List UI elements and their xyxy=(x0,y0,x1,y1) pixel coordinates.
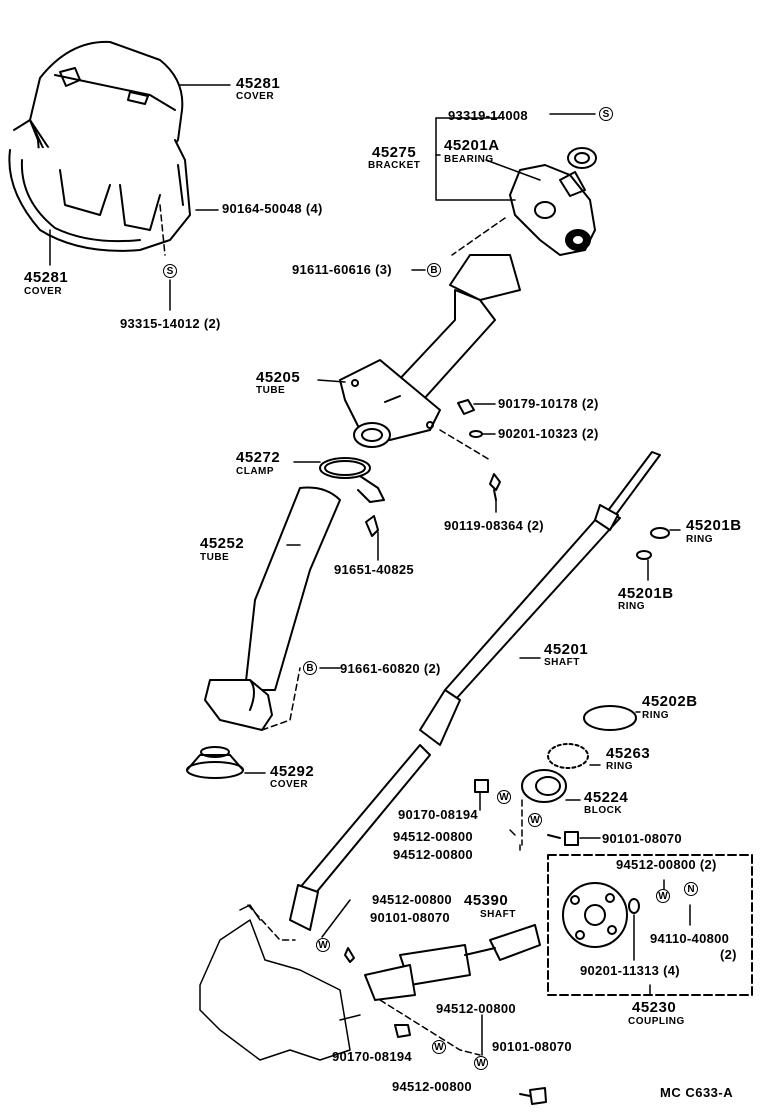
clamp-part xyxy=(319,457,385,503)
main-shaft-part xyxy=(289,451,661,931)
part-name-ring-a: RING xyxy=(686,534,713,545)
part-number-45272: 45272 xyxy=(236,449,281,466)
b-symbol-icon: B xyxy=(427,263,441,277)
diagram-code: MC C633-A xyxy=(660,1085,734,1100)
n-symbol-icon: N xyxy=(684,882,698,896)
part-name-ring-b: RING xyxy=(618,601,645,612)
part-number-45252: 45252 xyxy=(200,535,245,552)
part-number-45230: 45230 xyxy=(632,999,677,1016)
part-number-45201A: 45201A xyxy=(444,137,500,154)
part-ref-94110: 94110-40800 xyxy=(650,931,730,946)
part-ref-94512-a: 94512-00800 xyxy=(393,829,473,844)
intermediate-tube-part xyxy=(204,486,341,731)
w-symbol-icon: W xyxy=(474,1056,488,1070)
part-ref-90201-11313: 90201-11313 (4) xyxy=(580,963,680,978)
part-number-45201B-b: 45201B xyxy=(618,585,674,602)
ring-part xyxy=(636,550,652,560)
leader-dashed xyxy=(159,204,166,256)
part-number-45390: 45390 xyxy=(464,892,509,909)
dust-cover-part xyxy=(186,746,244,779)
part-number-45281-lower: 45281 xyxy=(24,269,69,286)
leader-lines xyxy=(49,84,691,1056)
part-number-45275: 45275 xyxy=(372,144,417,161)
part-ref-94512-f: 94512-00800 xyxy=(392,1079,472,1094)
part-number-45263: 45263 xyxy=(606,745,651,762)
part-name-tube-lower: TUBE xyxy=(200,552,230,563)
part-ref-91661: 91661-60820 (2) xyxy=(340,661,441,676)
part-number-45281-upper: 45281 xyxy=(236,75,281,92)
part-name-bearing: BEARING xyxy=(444,154,494,165)
part-ref-90101-b: 90101-08070 xyxy=(370,910,450,925)
bracket-leader xyxy=(435,117,516,201)
part-name-cover-45292: COVER xyxy=(270,779,309,790)
part-ref-90119: 90119-08364 (2) xyxy=(444,518,544,533)
part-ref-90101-c: 90101-08070 xyxy=(492,1039,572,1054)
bracket-bearing-part xyxy=(509,147,597,256)
part-number-45292: 45292 xyxy=(270,763,315,780)
w-symbol-icon: W xyxy=(432,1040,446,1054)
part-name-ring-45263: RING xyxy=(606,761,633,772)
lower-cover-part xyxy=(8,139,191,252)
part-ref-90101-a: 90101-08070 xyxy=(602,831,682,846)
part-name-shaft-main: SHAFT xyxy=(544,657,580,668)
b-symbol-icon: B xyxy=(303,661,317,675)
part-number-45202B: 45202B xyxy=(642,693,698,710)
snap-ring-part xyxy=(583,705,637,731)
part-ref-91611: 91611-60616 (3) xyxy=(292,262,392,277)
w-symbol-icon: W xyxy=(528,813,542,827)
part-ref-90201-10323: 90201-10323 (2) xyxy=(498,426,599,441)
block-part xyxy=(521,769,567,803)
part-name-tube-upper: TUBE xyxy=(256,385,286,396)
part-number-45205: 45205 xyxy=(256,369,301,386)
part-ref-94512-d: 94512-00800 xyxy=(372,892,452,907)
s-symbol-icon: S xyxy=(599,107,613,121)
coupling-part xyxy=(562,882,640,948)
w-symbol-icon: W xyxy=(656,889,670,903)
part-ref-93315: 93315-14012 (2) xyxy=(120,316,221,331)
part-ref-94512-b: 94512-00800 xyxy=(393,847,473,862)
part-ref-90164: 90164-50048 (4) xyxy=(222,201,323,216)
part-number-45224: 45224 xyxy=(584,789,629,806)
part-name-clamp: CLAMP xyxy=(236,466,275,477)
lower-shaft-part xyxy=(364,924,541,1001)
part-name-ring-45202B: RING xyxy=(642,710,669,721)
part-ref-90170-b: 90170-08194 xyxy=(332,1049,412,1064)
part-name-cover-upper: COVER xyxy=(236,91,275,102)
part-name-bracket: BRACKET xyxy=(368,160,421,171)
steering-gear-housing xyxy=(199,904,361,1061)
ring-part xyxy=(650,527,670,539)
part-name-block: BLOCK xyxy=(584,805,623,816)
part-number-45201: 45201 xyxy=(544,641,589,658)
ring-part xyxy=(547,743,589,769)
column-tube-part xyxy=(339,254,521,448)
s-symbol-icon: S xyxy=(163,264,177,278)
w-symbol-icon: W xyxy=(497,790,511,804)
part-ref-91651: 91651-40825 xyxy=(334,562,414,577)
part-name-shaft-45390: SHAFT xyxy=(480,909,516,920)
part-ref-94110-qty: (2) xyxy=(720,947,737,962)
part-ref-94512-c: 94512-00800 (2) xyxy=(616,857,717,872)
w-symbol-icon: W xyxy=(316,938,330,952)
part-ref-90170-a: 90170-08194 xyxy=(398,807,478,822)
part-name-coupling: COUPLING xyxy=(628,1016,685,1027)
part-number-45201B-a: 45201B xyxy=(686,517,742,534)
part-ref-93319: 93319-14008 xyxy=(448,108,528,123)
part-name-cover-lower: COVER xyxy=(24,286,63,297)
part-ref-94512-e: 94512-00800 xyxy=(436,1001,516,1016)
part-ref-90179: 90179-10178 (2) xyxy=(498,396,599,411)
